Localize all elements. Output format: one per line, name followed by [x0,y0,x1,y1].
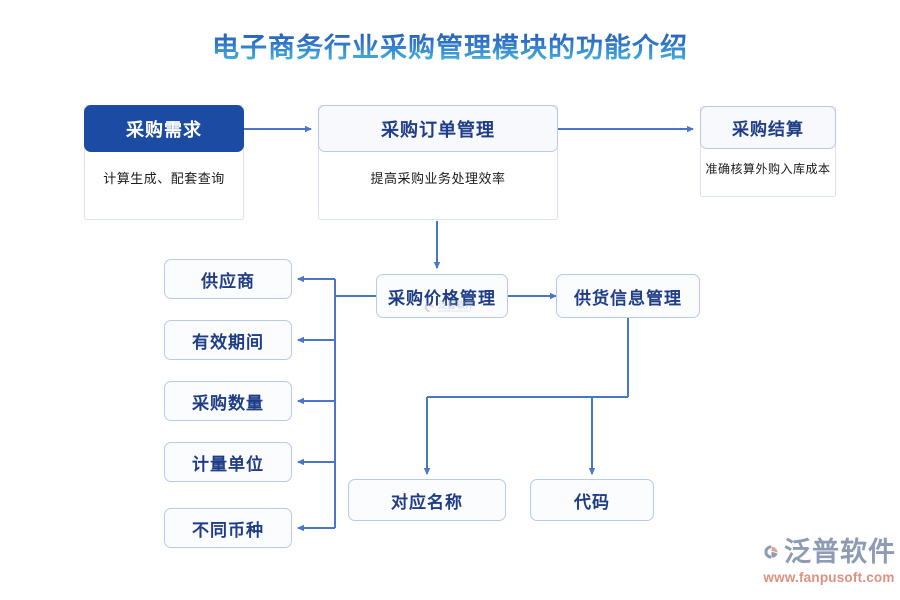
node-label: 有效期间 [192,332,264,352]
card-body-purchase-settlement: 准确核算外购入库成本 [701,160,835,194]
node-label: 采购价格管理 [388,288,496,308]
node-label: 供应商 [201,271,255,291]
node-label: 不同币种 [192,520,264,540]
card-header-purchase-requirement: 采购需求 [84,105,244,152]
node-different-currency[interactable]: 不同币种 [164,508,292,548]
brand-logo: 泛普软件 www.fanpusoft.com [762,537,896,593]
node-supply-information-management[interactable]: 供货信息管理 [556,274,700,318]
card-body-label: 提高采购业务处理效率 [370,171,506,186]
brand-row: 泛普软件 [762,537,896,567]
card-body-label: 计算生成、配套查询 [103,171,225,186]
card-purchase-order-management[interactable]: 采购订单管理 提高采购业务处理效率 [318,105,558,220]
watermark-url: www.fanpusoft.com [438,309,472,314]
node-label: 代码 [574,492,610,512]
brand-url: www.fanpusoft.com [763,570,895,585]
card-body-purchase-order-management: 提高采购业务处理效率 [319,168,557,208]
node-label: 计量单位 [192,454,264,474]
brand-name: 泛普软件 [784,536,896,567]
node-label: 供货信息管理 [574,288,682,308]
node-validity-period[interactable]: 有效期间 [164,320,292,360]
node-code[interactable]: 代码 [530,479,654,521]
fanpu-swoosh-icon [764,545,778,559]
node-label: 对应名称 [391,492,463,512]
node-measurement-unit[interactable]: 计量单位 [164,442,292,482]
card-header-purchase-settlement: 采购结算 [700,106,836,149]
card-purchase-requirement[interactable]: 采购需求 计算生成、配套查询 [84,105,244,220]
node-corresponding-name[interactable]: 对应名称 [348,479,506,521]
node-purchase-price-management[interactable]: 采购价格管理 泛普软件 www.fanpusoft.com [376,274,508,318]
card-header-label: 采购结算 [732,120,804,139]
card-header-label: 采购需求 [126,119,202,140]
node-label: 采购数量 [192,393,264,413]
card-header-purchase-order-management: 采购订单管理 [318,105,558,152]
card-body-purchase-requirement: 计算生成、配套查询 [85,168,243,208]
card-purchase-settlement[interactable]: 采购结算 准确核算外购入库成本 [700,106,836,197]
page-title: 电子商务行业采购管理模块的功能介绍 [0,26,900,65]
card-header-label: 采购订单管理 [381,119,495,140]
node-purchase-quantity[interactable]: 采购数量 [164,381,292,421]
node-supplier[interactable]: 供应商 [164,259,292,299]
card-body-label: 准确核算外购入库成本 [705,162,831,176]
